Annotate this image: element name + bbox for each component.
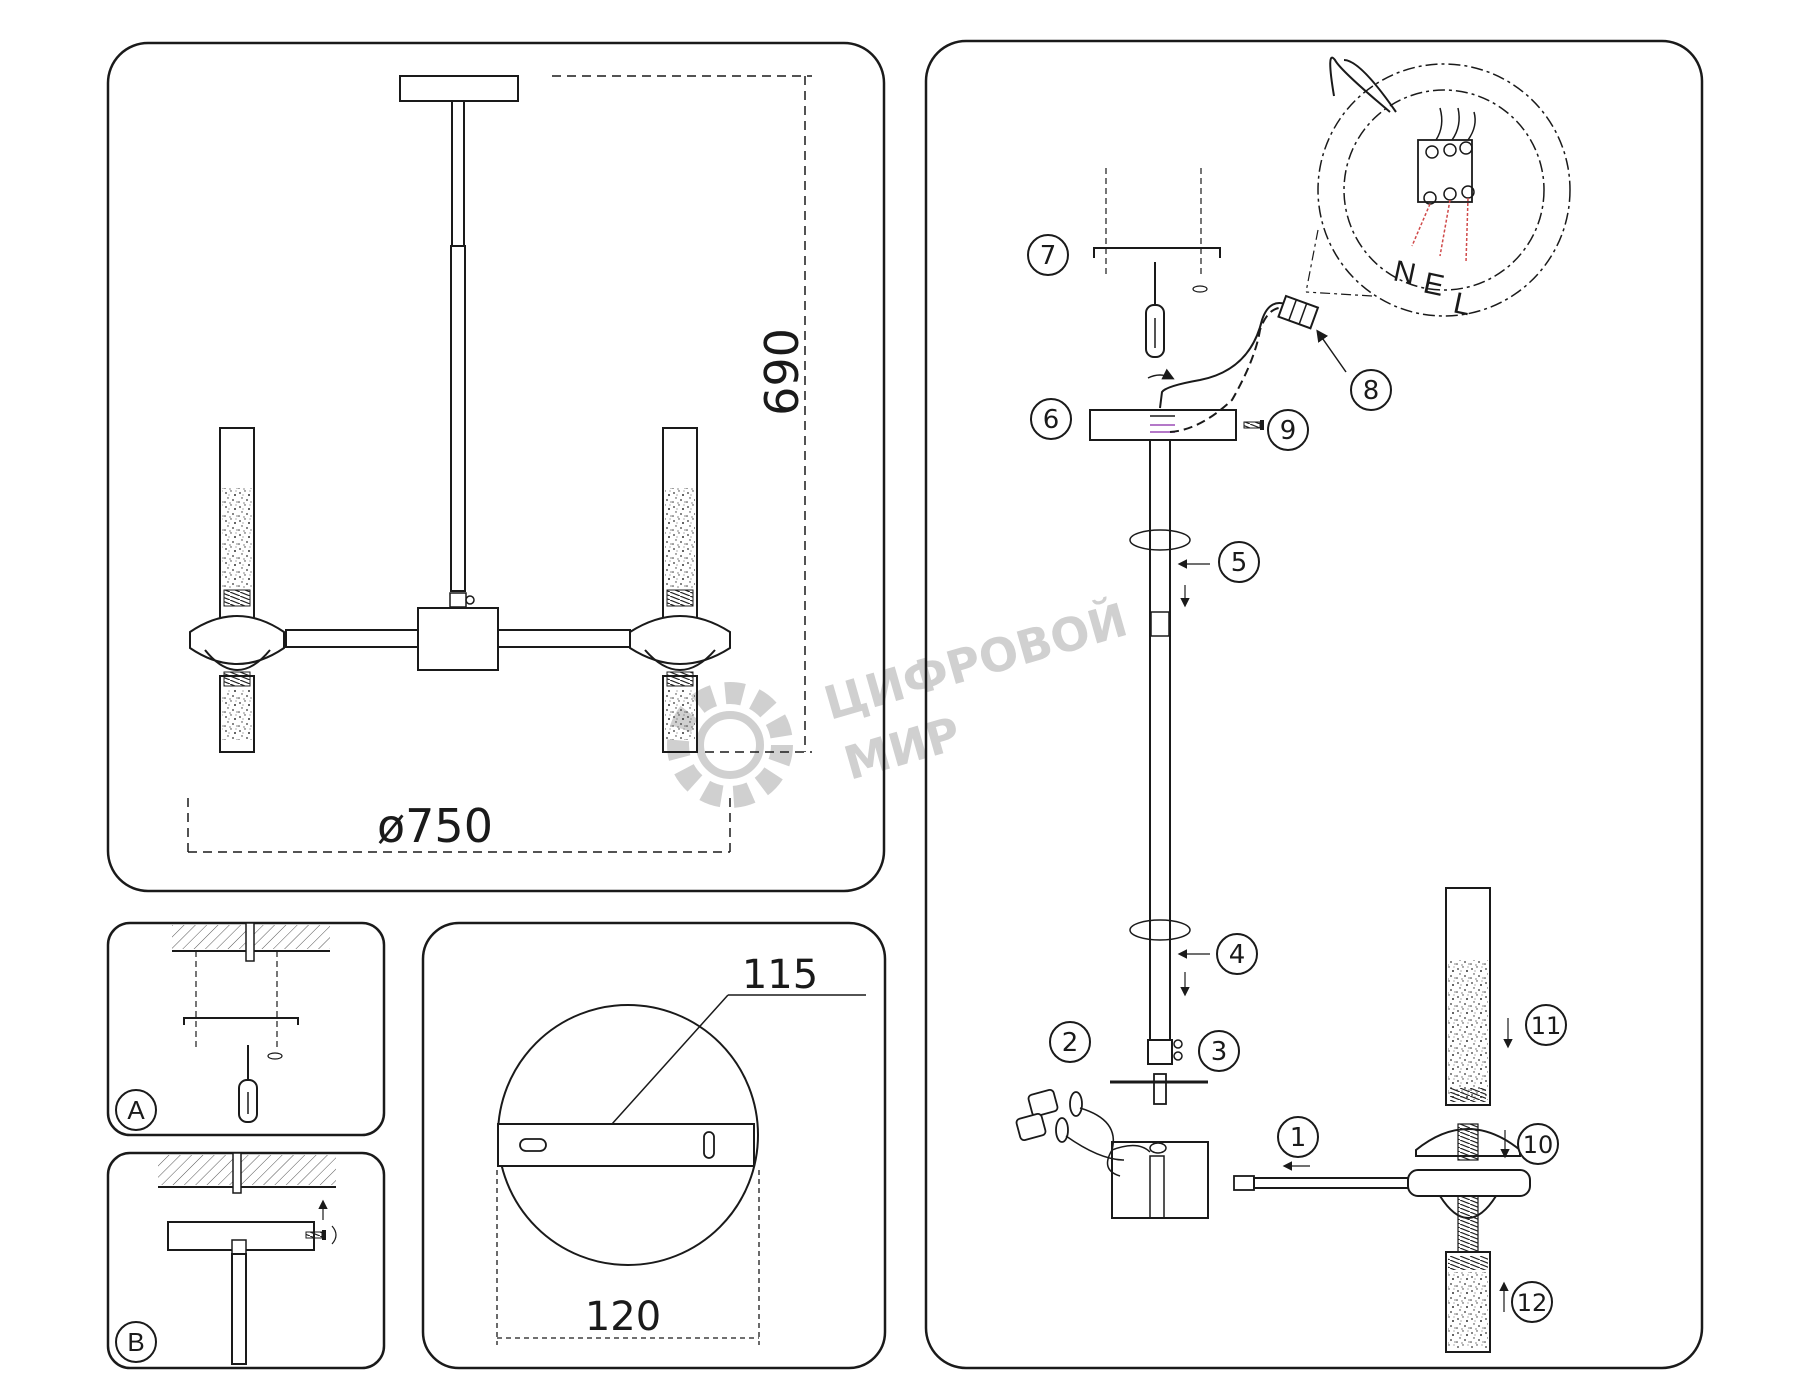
screwdriver-icon (238, 1045, 258, 1123)
lamp-right (629, 427, 731, 753)
svg-text:9: 9 (1280, 416, 1297, 446)
terminal-block-icon (1417, 139, 1475, 205)
step-9: 9 (1267, 409, 1309, 451)
svg-text:8: 8 (1363, 376, 1380, 406)
step-3: 3 (1198, 1030, 1240, 1072)
svg-text:5: 5 (1231, 548, 1248, 578)
bracket-dimension: 115 (742, 952, 818, 998)
lamp-left (189, 427, 285, 753)
screwdriver-icon (1145, 262, 1165, 358)
step-11: 11 (1525, 1004, 1567, 1046)
canopy-dimension: 120 (585, 1294, 661, 1340)
step-8: 8 (1350, 369, 1392, 411)
step-1: 1 (1277, 1116, 1319, 1158)
overview-panel: 690 ø750 (106, 41, 886, 893)
watermark-line1: ЦИФРОВОЙ (818, 593, 1133, 731)
assembly-panel: N E L (924, 39, 1704, 1370)
diameter-dimension: ø750 (377, 799, 493, 853)
step-10: 10 (1517, 1123, 1559, 1165)
screw-icon (1243, 420, 1264, 430)
panel-b-label: B (127, 1327, 144, 1357)
panel-a: A (106, 921, 386, 1137)
step-7: 7 (1027, 234, 1069, 276)
connector-icon (1277, 294, 1320, 330)
wiring-detail: N E L (1305, 56, 1571, 323)
svg-text:7: 7 (1040, 241, 1057, 271)
step-5: 5 (1218, 541, 1260, 583)
svg-text:2: 2 (1062, 1028, 1079, 1058)
socket-icon (1015, 1089, 1151, 1177)
step-2: 2 (1049, 1021, 1091, 1063)
screw-icon (305, 1225, 337, 1245)
panel-b: B (106, 1151, 386, 1370)
terminal-e: E (1421, 267, 1447, 303)
svg-text:4: 4 (1229, 940, 1246, 970)
watermark: ЦИФРОВОЙ МИР (667, 593, 1133, 808)
step-4: 4 (1216, 933, 1258, 975)
bracket-panel: 115 120 (421, 921, 887, 1370)
step-12: 12 (1511, 1281, 1553, 1323)
svg-text:1: 1 (1290, 1123, 1307, 1153)
terminal-l: L (1451, 287, 1474, 323)
svg-text:3: 3 (1211, 1037, 1228, 1067)
gear-icon (667, 682, 793, 808)
height-dimension: 690 (755, 328, 809, 416)
panel-a-label: A (127, 1095, 145, 1125)
svg-text:10: 10 (1523, 1131, 1554, 1159)
svg-text:11: 11 (1531, 1012, 1562, 1040)
svg-text:6: 6 (1043, 405, 1060, 435)
step-6: 6 (1030, 398, 1072, 440)
lamp-exploded (1407, 887, 1531, 1353)
svg-text:12: 12 (1517, 1289, 1548, 1317)
